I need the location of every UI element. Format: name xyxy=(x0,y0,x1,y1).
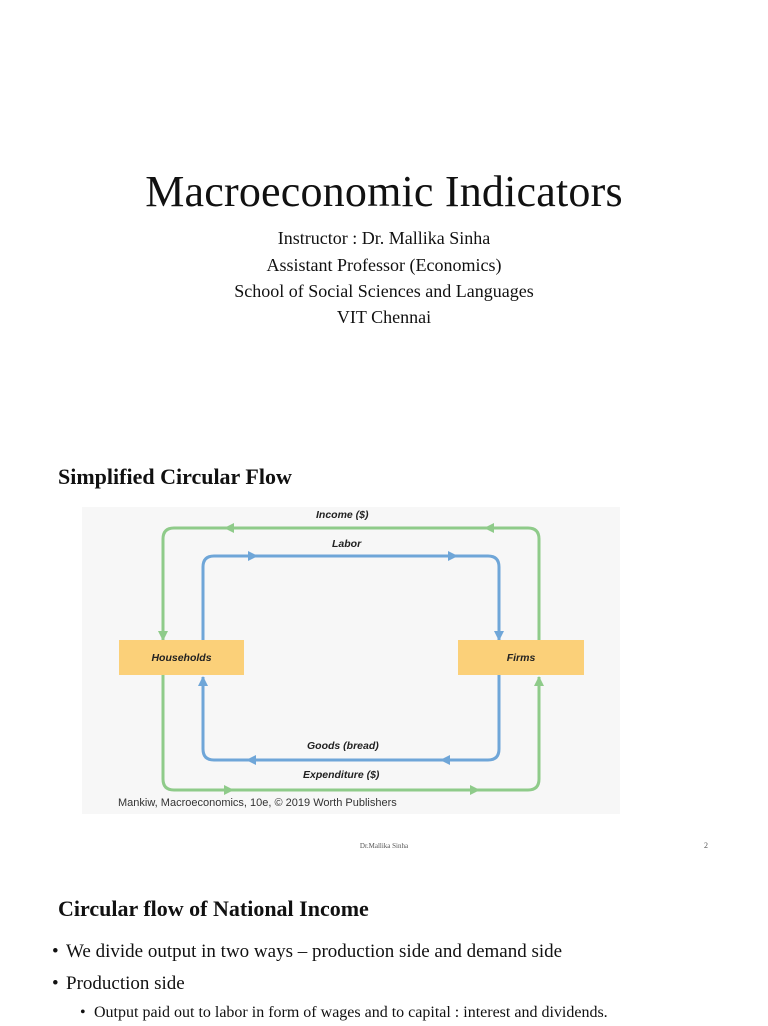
labor-arrow-down xyxy=(494,631,504,641)
list-item: We divide output in two ways – productio… xyxy=(52,936,752,968)
labor-label: Labor xyxy=(332,538,362,550)
school-line: School of Social Sciences and Languages xyxy=(234,281,534,301)
slide-heading: Circular flow of National Income xyxy=(58,896,369,921)
position-line: Assistant Professor (Economics) xyxy=(266,255,502,275)
instructor-line: Instructor : Dr. Mallika Sinha xyxy=(277,228,491,248)
flow-arrows xyxy=(158,523,544,795)
bullet-list: We divide output in two ways – productio… xyxy=(52,936,752,1026)
expenditure-label: Expenditure ($) xyxy=(303,769,380,781)
income-flow xyxy=(161,526,541,640)
sub-list-item: Output paid out to labor in form of wage… xyxy=(52,1000,752,1026)
slide-title: Macroeconomic Indicators xyxy=(145,167,623,216)
source-credit: Mankiw, Macroeconomics, 10e, © 2019 Wort… xyxy=(118,797,397,809)
labor-flow xyxy=(201,554,501,640)
circular-flow-slide: Simplified Circular Flow xyxy=(0,430,768,870)
page-number: 2 xyxy=(704,841,708,850)
goods-arrow-2 xyxy=(246,755,256,765)
institution-line: VIT Chennai xyxy=(336,307,432,327)
goods-arrow-1 xyxy=(440,755,450,765)
firms-box: Firms xyxy=(458,640,584,675)
labor-arrow-1 xyxy=(248,551,258,561)
circular-flow-diagram: Income ($) Labor Goods (bread) Expenditu… xyxy=(82,507,620,814)
income-label: Income ($) xyxy=(316,509,369,521)
expenditure-arrow-1 xyxy=(224,785,234,795)
expenditure-arrow-up xyxy=(534,676,544,686)
goods-label: Goods (bread) xyxy=(307,740,379,752)
footer-author: Dr.Mallika Sinha xyxy=(359,842,409,850)
slide-heading: Simplified Circular Flow xyxy=(58,464,292,489)
expenditure-flow xyxy=(161,675,541,792)
income-arrow-2 xyxy=(224,523,234,533)
list-item: Production side xyxy=(52,968,752,1000)
goods-flow xyxy=(201,675,501,762)
income-arrow-1 xyxy=(484,523,494,533)
title-slide: Macroeconomic Indicators Instructor : Dr… xyxy=(0,0,768,430)
national-income-slide: Circular flow of National Income We divi… xyxy=(0,870,768,1026)
expenditure-arrow-2 xyxy=(470,785,480,795)
goods-arrow-up xyxy=(198,676,208,686)
labor-arrow-2 xyxy=(448,551,458,561)
income-arrow-down xyxy=(158,631,168,641)
households-box: Households xyxy=(119,640,244,675)
